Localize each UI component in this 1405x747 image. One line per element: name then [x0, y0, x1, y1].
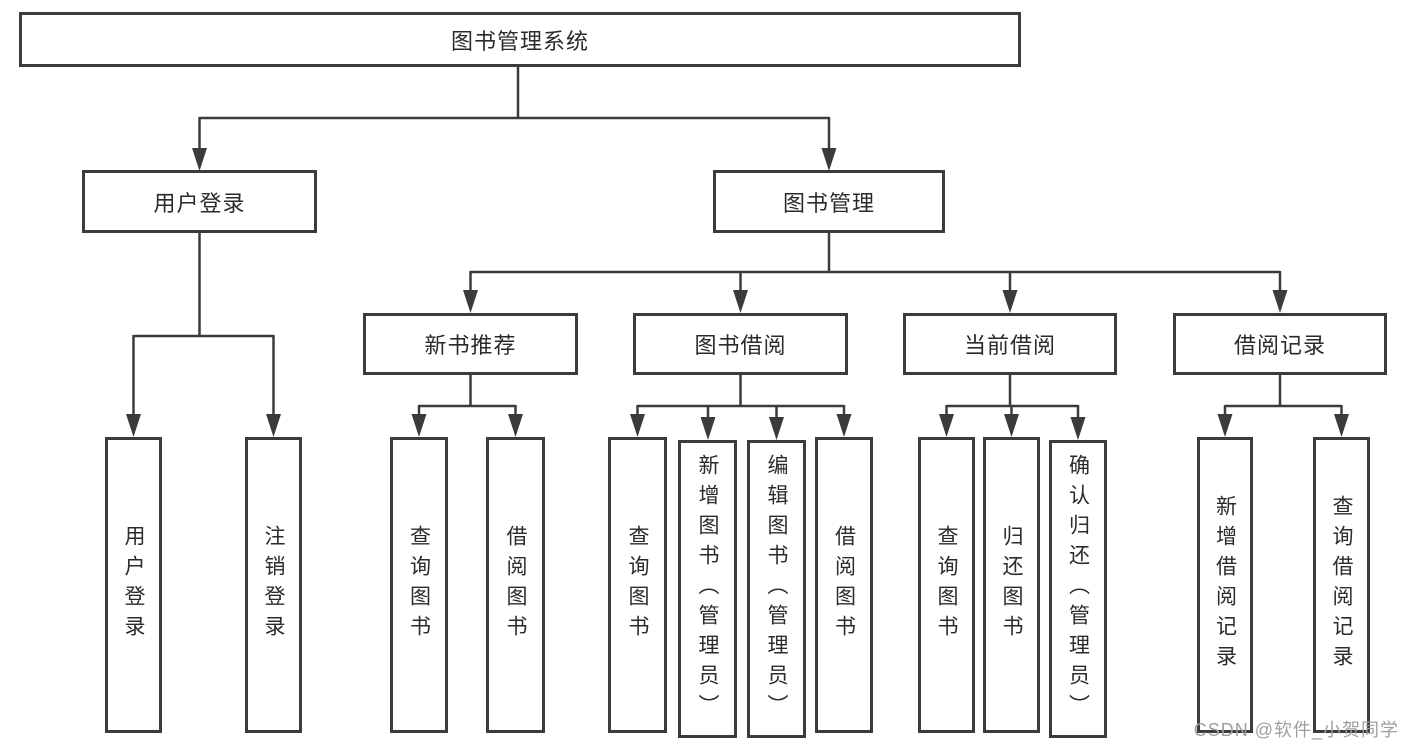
node-recommend-query-books: 查询图书	[390, 437, 448, 733]
node-recommend-borrow-books-label: 借阅图书	[504, 525, 527, 645]
node-current-confirm-return: 确认归还（管理员）	[1049, 440, 1107, 738]
arrowhead-icon	[733, 290, 748, 313]
node-root: 图书管理系统	[19, 12, 1021, 67]
node-book-management: 图书管理	[713, 170, 945, 233]
node-records-add-record: 新增借阅记录	[1197, 437, 1253, 733]
node-current-query-books-label: 查询图书	[935, 525, 958, 645]
arrowhead-icon	[630, 414, 645, 437]
node-borrowing-records: 借阅记录	[1173, 313, 1387, 375]
node-current-return-books-label: 归还图书	[1000, 525, 1023, 645]
node-user-login-group: 用户登录	[82, 170, 317, 233]
node-current-borrowing: 当前借阅	[903, 313, 1117, 375]
node-borrowing-add-books-label: 新增图书（管理员）	[696, 454, 719, 724]
node-records-query-record-label: 查询借阅记录	[1330, 495, 1353, 675]
arrowhead-icon	[1070, 417, 1086, 440]
node-current-borrowing-label: 当前借阅	[963, 333, 1056, 358]
arrowhead-icon	[1217, 414, 1233, 437]
arrowhead-icon	[126, 414, 141, 437]
arrowhead-icon	[939, 414, 954, 437]
node-current-confirm-return-label: 确认归还（管理员）	[1066, 454, 1090, 724]
connector-records-to-leaves	[1217, 375, 1349, 437]
arrowhead-icon	[192, 148, 207, 171]
arrowhead-icon	[836, 414, 852, 437]
node-current-query-books: 查询图书	[918, 437, 975, 733]
connector-userlogin-to-leaves	[126, 233, 281, 437]
arrowhead-icon	[821, 148, 837, 171]
node-logout-login-label: 注销登录	[262, 525, 285, 645]
node-root-label: 图书管理系统	[450, 28, 589, 54]
node-records-query-record: 查询借阅记录	[1313, 437, 1370, 733]
node-recommend-borrow-books: 借阅图书	[486, 437, 545, 733]
node-book-borrowing: 图书借阅	[633, 313, 848, 375]
node-borrowing-borrow-books-label: 借阅图书	[832, 525, 856, 645]
arrowhead-icon	[700, 417, 716, 440]
node-borrowing-add-books: 新增图书（管理员）	[678, 440, 737, 738]
node-borrowing-edit-books: 编辑图书（管理员）	[747, 440, 806, 738]
arrowhead-icon	[266, 414, 281, 437]
node-borrowing-query-books-label: 查询图书	[626, 525, 649, 645]
node-book-management-label: 图书管理	[782, 190, 875, 216]
arrowhead-icon	[1002, 290, 1018, 313]
node-recommend-query-books-label: 查询图书	[407, 525, 431, 645]
node-new-book-recommend: 新书推荐	[363, 313, 578, 375]
node-logout-login: 注销登录	[245, 437, 302, 733]
connector-borrowing-to-leaves	[630, 375, 852, 440]
arrowhead-icon	[411, 414, 427, 437]
arrowhead-icon	[1272, 290, 1288, 313]
node-borrowing-records-label: 借阅记录	[1233, 333, 1326, 358]
node-borrowing-borrow-books: 借阅图书	[815, 437, 873, 733]
node-user-login-label: 用户登录	[122, 525, 145, 645]
connector-recommend-to-leaves	[411, 375, 523, 437]
connector-current-to-leaves	[939, 375, 1086, 440]
node-user-login-group-label: 用户登录	[153, 190, 246, 216]
arrowhead-icon	[769, 417, 784, 440]
connector-bookmgmt-to-level3	[463, 233, 1288, 313]
connector-root-to-level2	[192, 67, 837, 171]
arrowhead-icon	[1004, 414, 1019, 437]
arrowhead-icon	[1334, 414, 1349, 437]
csdn-watermark: CSDN @软件_小贺同学	[1193, 720, 1399, 740]
node-borrowing-query-books: 查询图书	[608, 437, 667, 733]
node-current-return-books: 归还图书	[983, 437, 1040, 733]
arrowhead-icon	[508, 414, 523, 437]
node-book-borrowing-label: 图书借阅	[694, 333, 787, 358]
node-new-book-recommend-label: 新书推荐	[424, 333, 517, 358]
arrowhead-icon	[463, 290, 478, 313]
node-user-login: 用户登录	[105, 437, 162, 733]
node-borrowing-edit-books-label: 编辑图书（管理员）	[765, 454, 788, 724]
node-records-add-record-label: 新增借阅记录	[1213, 495, 1237, 675]
